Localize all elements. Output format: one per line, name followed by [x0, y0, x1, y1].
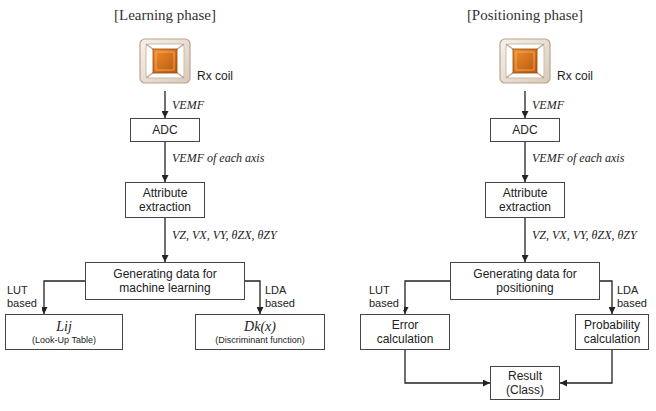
signal-label: VZ, VX, VY, θZX, θZY: [531, 229, 638, 242]
flow-arrow: [164, 91, 165, 118]
signal-label: VEMF of each axis: [531, 152, 625, 165]
box-text: Error calculation: [365, 318, 445, 346]
coil-label: Rx coil: [197, 69, 233, 83]
branch-label: LDA based: [264, 284, 300, 310]
coil-label: Rx coil: [557, 69, 593, 83]
box-text: (Discriminant function): [215, 335, 305, 346]
flow-arrow: [245, 281, 260, 314]
box-text: ADC: [152, 123, 177, 137]
flow-arrow: [524, 142, 525, 182]
output-box: Dk(x)(Discriminant function): [195, 314, 325, 350]
process-box: ADC: [130, 118, 200, 142]
flow-arrow: [524, 218, 525, 262]
signal-label: VEMF: [531, 99, 565, 112]
box-text: (Look-Up Table): [32, 335, 96, 346]
result-box: Result (Class): [490, 366, 560, 400]
signal-label: VEMF of each axis: [171, 152, 265, 165]
branch-label: LUT based: [6, 284, 42, 310]
process-box: ADC: [490, 118, 560, 142]
process-box: Generating data for positioning: [450, 262, 600, 300]
flow-arrow: [405, 350, 490, 383]
flow-arrow: [524, 91, 525, 118]
box-text: ADC: [512, 123, 537, 137]
flow-arrow: [44, 281, 85, 314]
box-text: Lij: [56, 319, 72, 335]
flow-arrow: [164, 218, 165, 262]
rx-coil-icon: [500, 39, 550, 83]
process-box: Attribute extraction: [485, 182, 565, 218]
output-box: Lij(Look-Up Table): [5, 314, 123, 350]
flow-arrow: [600, 281, 612, 314]
phase-title: [Positioning phase]: [425, 6, 625, 24]
rx-coil: Rx coil: [495, 35, 555, 91]
rx-coil: Rx coil: [135, 35, 195, 91]
process-box: Attribute extraction: [125, 182, 205, 218]
box-text: Generating data for positioning: [455, 267, 595, 295]
process-box: Error calculation: [360, 314, 450, 350]
signal-label: VEMF: [171, 99, 205, 112]
branch-label: LDA based: [616, 284, 652, 310]
signal-label: VZ, VX, VY, θZX, θZY: [171, 229, 278, 242]
process-box: Probability calculation: [575, 314, 649, 350]
box-text: Attribute extraction: [490, 186, 560, 214]
phase-title: [Learning phase]: [65, 6, 265, 24]
box-text: Probability calculation: [580, 318, 644, 346]
box-text: Generating data for machine learning: [90, 267, 240, 295]
flow-arrow: [560, 350, 612, 383]
box-text: Attribute extraction: [130, 186, 200, 214]
rx-coil-icon: [140, 39, 190, 83]
process-box: Generating data for machine learning: [85, 262, 245, 300]
flow-arrow: [164, 142, 165, 182]
branch-label: LUT based: [368, 284, 404, 310]
box-text: Dk(x): [244, 319, 276, 335]
flow-arrow: [405, 281, 450, 314]
box-text: Result (Class): [495, 369, 555, 397]
